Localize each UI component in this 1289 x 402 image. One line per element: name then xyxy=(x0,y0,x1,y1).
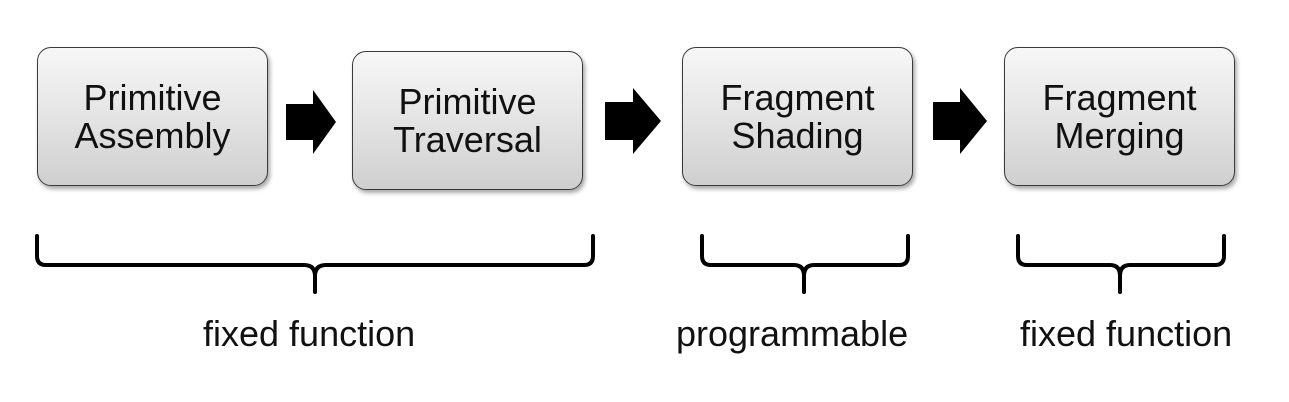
stage-fragment-shading: Fragment Shading xyxy=(682,47,913,186)
stage-primitive-assembly: Primitive Assembly xyxy=(37,47,268,186)
right-arrow-icon xyxy=(933,88,987,154)
stage-fragment-merging: Fragment Merging xyxy=(1004,47,1235,186)
stage-label: Primitive Traversal xyxy=(393,80,542,160)
right-arrow-icon xyxy=(605,88,661,154)
group-brace xyxy=(35,234,595,294)
stage-label: Fragment Merging xyxy=(1042,76,1197,156)
group-label-fixed-function: fixed function xyxy=(1020,313,1233,354)
stage-label: Primitive Assembly xyxy=(74,76,231,156)
stage-label: Fragment Shading xyxy=(720,76,875,156)
group-label-fixed-function: fixed function xyxy=(203,313,416,354)
group-brace xyxy=(700,234,910,294)
right-arrow-icon xyxy=(286,90,336,154)
group-label-programmable: programmable xyxy=(676,313,909,354)
stage-primitive-traversal: Primitive Traversal xyxy=(352,51,583,190)
group-brace xyxy=(1016,234,1226,294)
